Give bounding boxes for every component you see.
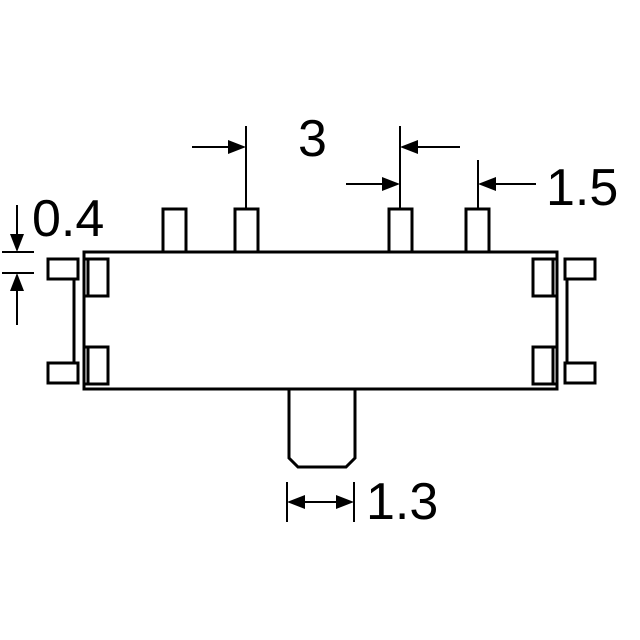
actuator-arrow-right-head [336, 495, 354, 509]
actuator-arrow-left-head [287, 495, 305, 509]
width-arrow-left-head [382, 177, 400, 191]
left-bottom-side-tab [46, 361, 80, 385]
actuator-width-label: 1.3 [366, 473, 438, 531]
right-bottom-side-tab [563, 361, 597, 385]
slide-actuator [287, 389, 357, 469]
right-top-side-tab [563, 257, 597, 281]
pitch-arrow-left-head [228, 140, 246, 154]
width-arrow-right-head [478, 177, 496, 191]
thickness-arrow-top-head [10, 234, 24, 252]
top-pin-1 [161, 207, 188, 254]
pitch-arrow-right-head [400, 140, 418, 154]
thickness-arrow-bottom-head [10, 273, 24, 291]
top-pin-2 [233, 207, 260, 254]
pin-pitch-label: 3 [298, 110, 327, 168]
pin-width-label: 1.5 [546, 159, 618, 217]
top-pin-3 [387, 207, 414, 254]
switch-body [82, 250, 559, 391]
left-top-side-tab [46, 257, 80, 281]
thickness-label: 0.4 [32, 190, 104, 248]
top-pin-4 [464, 207, 491, 254]
